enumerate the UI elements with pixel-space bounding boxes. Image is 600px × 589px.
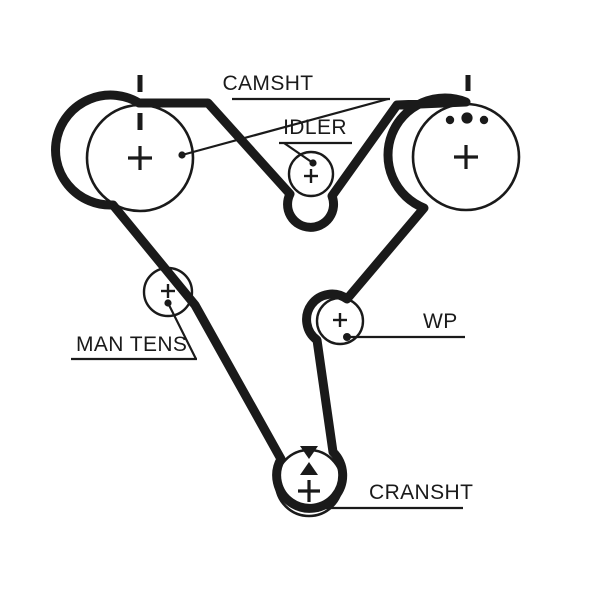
camshaft-pulley-center-cross	[128, 146, 152, 170]
cransht-leader-dot	[313, 504, 321, 512]
timing-dot-left	[445, 115, 455, 125]
idler-pulley-center-cross	[304, 169, 318, 183]
manual-tensioner-pulley	[142, 266, 194, 318]
water-pump-pulley-center-cross	[333, 313, 347, 327]
triangle-down-icon	[300, 446, 318, 459]
manual-tensioner-pulley-rim	[142, 266, 194, 318]
man-tens-leader-dot	[164, 299, 172, 307]
right-camshaft-pulley	[411, 75, 521, 212]
timing-belt-path	[51, 90, 471, 513]
label-idler: IDLER	[279, 116, 352, 167]
timing-dot-center	[461, 112, 473, 124]
right-camshaft-pulley-rim	[411, 102, 521, 212]
water-pump-pulley	[315, 296, 365, 346]
idler-leader-line	[283, 142, 314, 164]
manual-tensioner-pulley-center-cross	[161, 284, 175, 298]
idler-pulley	[287, 150, 335, 198]
wp-label: WP	[423, 310, 458, 333]
crankshaft-pulley	[274, 446, 344, 518]
cransht-label: CRANSHT	[369, 481, 473, 504]
camsht-label: CAMSHT	[222, 72, 313, 95]
label-man-tens: MAN TENS	[71, 299, 197, 361]
man-tens-leader-line	[167, 302, 197, 360]
right-camshaft-pulley-timing-dots	[445, 112, 489, 125]
idler-pulley-rim	[287, 150, 335, 198]
label-cransht: CRANSHT	[313, 481, 473, 512]
timing-dot-right	[479, 115, 489, 125]
crankshaft-pulley-timing-triangles	[300, 446, 318, 475]
camshaft-pulley	[85, 75, 195, 213]
wp-leader-dot	[343, 333, 351, 341]
belt-group	[51, 90, 471, 513]
water-pump-pulley-rim	[315, 296, 365, 346]
label-camsht: CAMSHT	[178, 72, 390, 159]
right-camshaft-pulley-center-cross	[454, 145, 478, 169]
camsht-leader-dot	[178, 151, 186, 159]
label-wp: WP	[343, 310, 465, 341]
triangle-up-icon	[300, 462, 318, 475]
man-tens-label: MAN TENS	[76, 333, 187, 356]
idler-leader-dot	[309, 159, 317, 167]
camsht-leader-line	[181, 97, 389, 157]
idler-label: IDLER	[283, 116, 347, 139]
crankshaft-pulley-center-cross	[298, 480, 320, 502]
camshaft-pulley-rim	[85, 103, 195, 213]
